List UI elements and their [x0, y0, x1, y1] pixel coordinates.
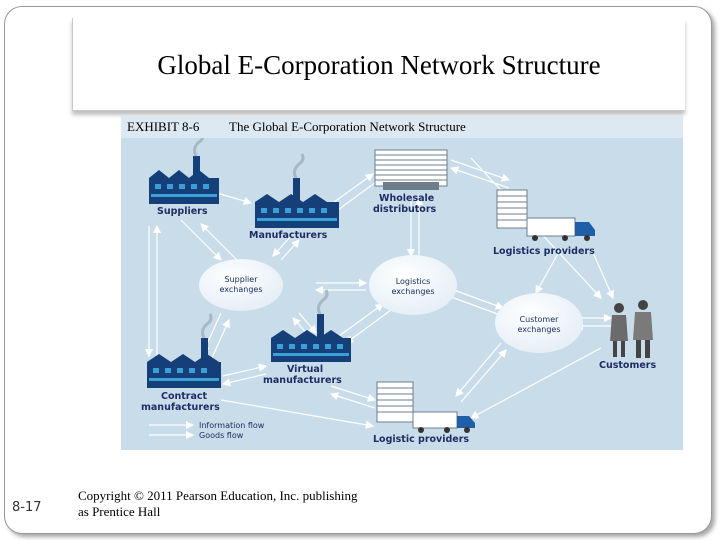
- arrow-customer-exchanges-logistic-providers: [455, 342, 502, 397]
- exhibit-number: EXHIBIT 8-6: [127, 119, 200, 134]
- customer-exchanges-bubble: Customer exchanges: [495, 293, 583, 353]
- network-diagram-svg: Suppliers Manufacturers Wholesale distri…: [141, 131, 656, 445]
- arrow-supplier-exchanges-manufacturers: [280, 239, 300, 261]
- logistics-providers-top-icon: [496, 189, 595, 241]
- wholesale-label-line1: Wholesale: [379, 193, 434, 204]
- manufacturers-factory-icon: [255, 153, 339, 228]
- logistics-providers-top-label: Logistics providers: [493, 246, 595, 257]
- arrow-wholesale-logistics-providers: [450, 159, 511, 182]
- exhibit-title: The Global E-Corporation Network Structu…: [229, 119, 466, 134]
- customers-label: Customers: [599, 360, 656, 371]
- arrow-logistics-exchanges-virtual: [345, 309, 392, 344]
- wholesale-label-line2: distributors: [373, 204, 437, 215]
- slide-title: Global E-Corporation Network Structure: [157, 50, 601, 80]
- supplier-exchanges-label-line2: exchanges: [220, 285, 263, 294]
- copyright-notice: Copyright © 2011 Pearson Education, Inc.…: [78, 488, 398, 520]
- exhibit-caption-bar: EXHIBIT 8-6 The Global E-Corporation Net…: [121, 116, 683, 138]
- arrow-virtual-logistic-providers: [330, 385, 377, 402]
- arrow-virtual-contract: [221, 373, 267, 387]
- virtual-manufacturers-factory-icon: [271, 289, 351, 362]
- arrow-logistic-providers-customer-exchanges: [460, 349, 507, 403]
- manufacturers-label: Manufacturers: [249, 230, 328, 241]
- slide-number: 8-17: [12, 500, 42, 515]
- suppliers-factory-icon: [149, 131, 219, 204]
- wholesale-building-icon: [374, 149, 448, 190]
- arrow-suppliers-supplier-exchanges: [180, 219, 222, 261]
- arrow-logistics-providers-customers: [590, 247, 614, 300]
- arrow-logistics-providers-customer-exchanges: [535, 247, 562, 295]
- virtual-manufacturers-label-line2: manufacturers: [263, 375, 342, 386]
- copyright-line-2: as Prentice Hall: [78, 504, 161, 519]
- arrow-supplier-exchanges-virtual: [298, 312, 317, 334]
- arrow-manufacturers-supplier-exchanges: [272, 235, 292, 257]
- contract-manufacturers-label-line1: Contract: [161, 391, 208, 402]
- supplier-exchanges-bubble: Supplier exchanges: [199, 259, 283, 311]
- customer-exchanges-label-line1: Customer: [520, 315, 560, 324]
- network-diagram: Suppliers Manufacturers Wholesale distri…: [121, 131, 683, 450]
- arrow-contract-virtual: [222, 363, 268, 377]
- suppliers-label: Suppliers: [157, 206, 208, 217]
- contract-manufacturers-label-line2: manufacturers: [141, 402, 220, 413]
- logistic-providers-bottom-icon: [376, 381, 475, 433]
- flow-legend: Information flow Goods flow: [149, 420, 265, 440]
- arrow-suppliers-manufacturers: [216, 192, 253, 205]
- arrow-logistic-providers-virtual: [329, 392, 376, 409]
- customer-exchanges-label-line2: exchanges: [518, 325, 561, 334]
- arrow-supplier-exchanges-suppliers: [200, 223, 240, 263]
- logistic-providers-bottom-label: Logistic providers: [373, 434, 469, 445]
- virtual-manufacturers-label-line1: Virtual: [287, 364, 323, 375]
- contract-manufacturers-factory-icon: [147, 313, 221, 388]
- logistics-exchanges-bubble: Logistics exchanges: [369, 255, 457, 315]
- arrow-logistics-providers-wholesale: [449, 166, 510, 189]
- arrow-customers-logistic-providers: [469, 347, 602, 419]
- arrow-virtual-logistics-exchanges: [338, 303, 384, 337]
- legend-goods-flow-label: Goods flow: [199, 431, 244, 440]
- arrow-contract-supplier-exchanges: [210, 318, 230, 361]
- customers-people-icon: [610, 300, 653, 358]
- copyright-line-1: Copyright © 2011 Pearson Education, Inc.…: [78, 488, 358, 503]
- arrow-customer-to-logistics-exchanges: [441, 292, 504, 317]
- supplier-exchanges-label-line1: Supplier: [225, 275, 259, 284]
- logistics-exchanges-label-line2: exchanges: [392, 287, 435, 296]
- legend-information-flow-label: Information flow: [199, 421, 265, 430]
- arrow-contract-logistic-providers: [220, 399, 375, 429]
- title-box: Global E-Corporation Network Structure: [72, 18, 685, 111]
- logistics-exchanges-label-line1: Logistics: [396, 277, 431, 286]
